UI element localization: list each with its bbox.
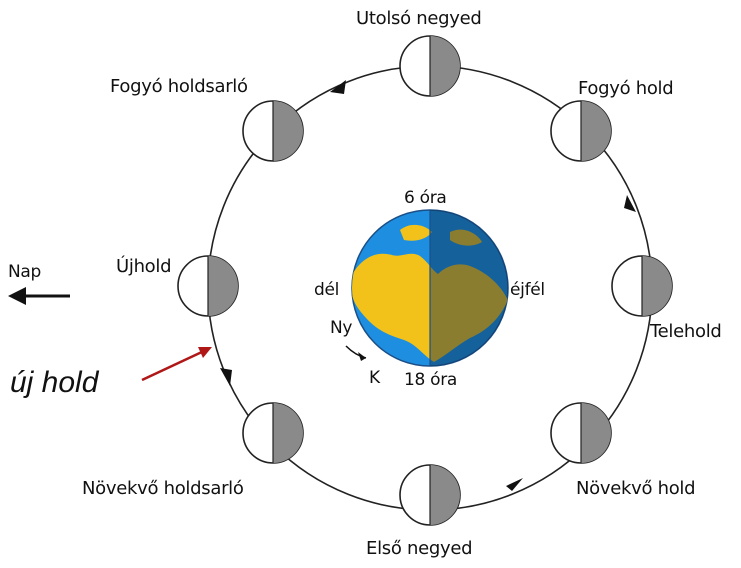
phase-label-bottom-left: Növekvő holdsarló bbox=[82, 478, 244, 499]
earth-label-top: 6 óra bbox=[404, 188, 447, 208]
earth-label-east: K bbox=[369, 368, 380, 388]
moon-top-right bbox=[550, 100, 612, 162]
phase-label-bottom: Első negyed bbox=[366, 538, 473, 559]
orbit-arrow-right bbox=[624, 195, 636, 212]
orbit-arrow-bottom bbox=[506, 478, 523, 491]
phase-label-top-right: Fogyó hold bbox=[578, 78, 674, 99]
earth-globe bbox=[351, 209, 509, 367]
sun-label: Nap bbox=[8, 262, 42, 282]
moon-right bbox=[611, 255, 673, 317]
earth-label-bottom: 18 óra bbox=[404, 370, 458, 390]
moon-top bbox=[399, 35, 461, 97]
orbit-arrow-top-left bbox=[330, 80, 346, 94]
new-moon-annotation: új hold bbox=[10, 366, 99, 399]
phase-label-bottom-right: Növekvő hold bbox=[576, 478, 696, 499]
annotation-arrow bbox=[141, 347, 212, 382]
moon-bottom-left bbox=[242, 402, 304, 464]
rotation-arrow bbox=[345, 345, 367, 361]
moon-bottom-right bbox=[550, 402, 612, 464]
sun-arrow bbox=[8, 287, 70, 305]
earth-label-left: dél bbox=[314, 280, 340, 300]
phase-label-top: Utolsó negyed bbox=[356, 8, 482, 29]
moon-left bbox=[177, 255, 239, 317]
phase-label-left: Újhold bbox=[116, 256, 172, 277]
earth-label-west: Ny bbox=[330, 318, 353, 338]
orbit-arrow-left bbox=[220, 368, 232, 386]
phase-label-top-left: Fogyó holdsarló bbox=[110, 76, 248, 97]
earth-label-right: éjfél bbox=[510, 280, 545, 300]
phase-label-right: Telehold bbox=[650, 321, 722, 342]
moon-top-left bbox=[242, 100, 304, 162]
moon-bottom bbox=[399, 464, 461, 526]
